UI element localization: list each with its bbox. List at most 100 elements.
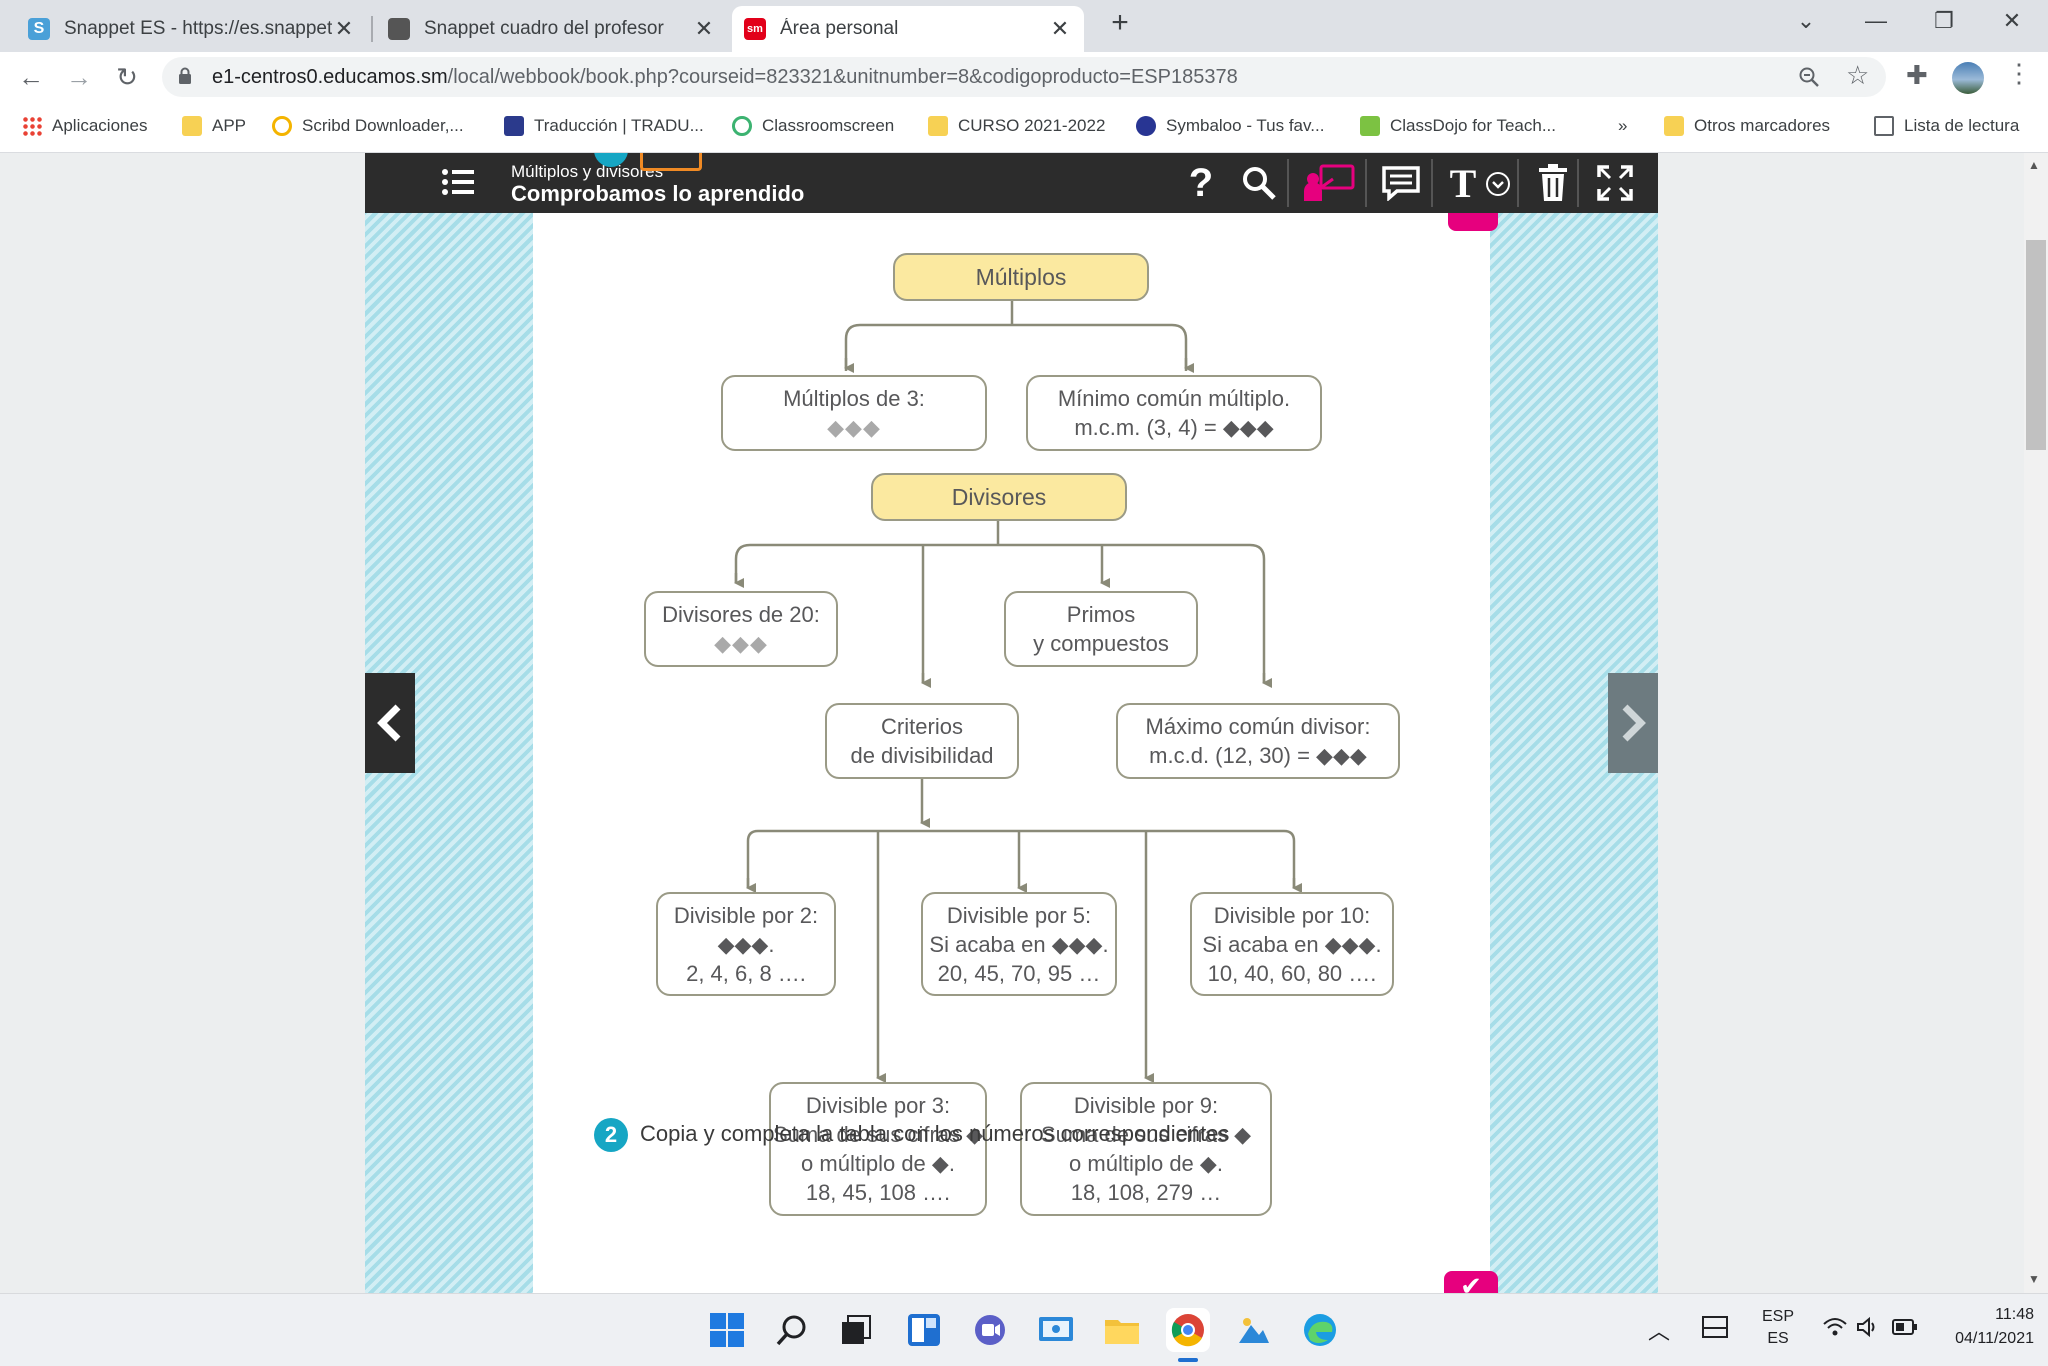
apps-grid-icon: [22, 116, 42, 136]
fullscreen-icon[interactable]: [1597, 165, 1633, 201]
notebook-icon: [640, 153, 702, 171]
windows-taskbar: ︿ ESP ES 11:48 04/11/2021: [0, 1293, 2048, 1366]
wifi-icon[interactable]: [1822, 1316, 1848, 1343]
tab-area-personal[interactable]: sm Área personal ✕: [732, 6, 1084, 52]
start-icon[interactable]: [705, 1308, 749, 1352]
box-label: Primos: [1066, 602, 1136, 627]
page-viewport: ✔ Múltiplos y divisores Comprobamos lo a…: [0, 153, 2048, 1293]
bookmark-classdojo[interactable]: ClassDojo for Teach...: [1360, 116, 1556, 136]
edge-icon[interactable]: [1298, 1308, 1342, 1352]
touch-keyboard-icon[interactable]: [1702, 1316, 1728, 1343]
reload-icon[interactable]: ↻: [116, 62, 138, 92]
trash-icon[interactable]: [1537, 163, 1569, 203]
bookmark-scribd[interactable]: Scribd Downloader,...: [272, 116, 464, 136]
box-example: 20, 45, 70, 95 …: [937, 960, 1101, 986]
forward-icon[interactable]: →: [66, 62, 92, 92]
chrome-icon[interactable]: [1166, 1308, 1210, 1352]
check-marker-icon[interactable]: ✔: [1444, 1271, 1498, 1293]
chevron-down-icon[interactable]: [1485, 171, 1511, 197]
divisible-por-10-box: Divisible por 10: Si acaba en ◆◆◆. 10, 4…: [1190, 892, 1394, 996]
extensions-icon[interactable]: ✚: [1906, 60, 1928, 90]
answer-placeholder[interactable]: Si acaba en ◆◆◆.: [1202, 931, 1382, 957]
webbook-header: Múltiplos y divisores Comprobamos lo apr…: [365, 153, 1658, 213]
clock-date: 04/11/2021: [1955, 1330, 2034, 1347]
answer-placeholder[interactable]: ◆◆◆: [714, 631, 768, 656]
reading-list[interactable]: Lista de lectura: [1874, 116, 2019, 136]
widgets-icon[interactable]: [902, 1308, 946, 1352]
tab-snappet-profesor[interactable]: Snappet cuadro del profesor ✕: [376, 6, 728, 52]
tab-search-icon[interactable]: ⌄: [1796, 8, 1816, 33]
close-tab-icon[interactable]: ✕: [1050, 16, 1070, 41]
restore-icon[interactable]: ❐: [1934, 8, 1954, 33]
bookmarks-bar: Aplicaciones APP Scribd Downloader,... T…: [0, 102, 2048, 153]
language-code: ESP: [1761, 1308, 1794, 1325]
scribd-icon: [272, 116, 292, 136]
help-icon[interactable]: ?: [1188, 160, 1214, 205]
bookmark-classroomscreen[interactable]: Classroomscreen: [732, 116, 894, 136]
bookmark-traduccion[interactable]: Traducción | TRADU...: [504, 116, 704, 136]
scrollbar-thumb[interactable]: [2026, 240, 2046, 450]
menu-list-icon[interactable]: [441, 167, 475, 197]
close-window-icon[interactable]: ✕: [2002, 8, 2022, 33]
bookmark-otros[interactable]: Otros marcadores: [1664, 116, 1830, 136]
menu-icon[interactable]: ⋮: [2006, 58, 2032, 88]
box-label: Múltiplos: [975, 263, 1067, 290]
text-tool-icon[interactable]: T: [1449, 160, 1477, 206]
close-tab-icon[interactable]: ✕: [694, 16, 714, 41]
scroll-up-icon[interactable]: ▲: [2028, 158, 2040, 172]
bookmarks-overflow[interactable]: »: [1618, 116, 1628, 135]
scroll-down-icon[interactable]: ▼: [2028, 1272, 2040, 1286]
answer-placeholder[interactable]: o múltiplo de ◆.: [801, 1151, 955, 1176]
battery-icon[interactable]: [1892, 1318, 1918, 1341]
answer-placeholder[interactable]: Suma de sus cifras ◆: [1040, 1122, 1252, 1147]
divisible-por-5-box: Divisible por 5: Si acaba en ◆◆◆. 20, 45…: [921, 892, 1117, 996]
tab-separator: [371, 16, 373, 42]
close-tab-icon[interactable]: ✕: [334, 16, 354, 41]
mcd-box: Máximo común divisor: m.c.d. (12, 30) = …: [1116, 703, 1400, 779]
bookmark-symbaloo[interactable]: Symbaloo - Tus fav...: [1136, 116, 1324, 136]
answer-placeholder[interactable]: Suma de sus cifras ◆: [772, 1122, 984, 1147]
prev-page-button[interactable]: [365, 673, 415, 773]
tab-snappet[interactable]: S Snappet ES - https://es.snappet.c ✕: [16, 6, 368, 52]
primos-compuestos-box: Primos y compuestos: [1004, 591, 1198, 667]
zoom-icon[interactable]: [1798, 66, 1820, 88]
exercise-2-badge: 2: [594, 1118, 628, 1152]
star-icon[interactable]: ☆: [1846, 60, 1870, 90]
bookmark-app[interactable]: APP: [182, 116, 246, 136]
classroomscreen-icon: [732, 116, 752, 136]
profile-avatar[interactable]: [1952, 62, 1984, 94]
back-icon[interactable]: ←: [18, 62, 44, 92]
answer-placeholder[interactable]: ◆◆◆: [827, 415, 881, 440]
search-icon[interactable]: [1241, 165, 1277, 201]
volume-icon[interactable]: [1856, 1316, 1880, 1343]
multiplos-de-3-box: Múltiplos de 3: ◆◆◆: [721, 375, 987, 451]
minimize-icon[interactable]: —: [1865, 8, 1887, 33]
screen-capture-icon[interactable]: [1034, 1308, 1078, 1352]
answer-placeholder[interactable]: o múltiplo de ◆.: [1069, 1151, 1223, 1176]
answer-placeholder[interactable]: m.c.d. (12, 30) = ◆◆◆: [1149, 743, 1367, 768]
next-page-button[interactable]: [1608, 673, 1658, 773]
address-bar[interactable]: e1-centros0.educamos.sm/local/webbook/bo…: [162, 57, 1886, 97]
bookmark-curso[interactable]: CURSO 2021-2022: [928, 116, 1105, 136]
file-explorer-icon[interactable]: [1100, 1308, 1144, 1352]
sm-icon: sm: [744, 18, 766, 40]
clock[interactable]: 11:48 04/11/2021: [1934, 1306, 2034, 1348]
new-tab-button[interactable]: +: [1111, 6, 1129, 39]
search-icon[interactable]: [770, 1308, 814, 1352]
box-label: Divisible por 5:: [946, 902, 1092, 928]
tray-overflow-icon[interactable]: ︿: [1648, 1319, 1671, 1344]
keyboard-layout: ES: [1767, 1330, 1789, 1347]
bookmark-aplicaciones[interactable]: Aplicaciones: [22, 116, 147, 136]
teacher-board-icon[interactable]: [1303, 163, 1357, 203]
box-label: Divisores: [951, 483, 1047, 510]
answer-placeholder[interactable]: Si acaba en ◆◆◆.: [929, 931, 1109, 957]
comment-icon[interactable]: [1381, 165, 1421, 201]
teams-chat-icon[interactable]: [968, 1308, 1012, 1352]
exercise-2-statement: Copia y completa la tabla con los número…: [640, 1121, 1230, 1146]
answer-placeholder[interactable]: ◆◆◆.: [717, 931, 775, 957]
box-label: de divisibilidad: [850, 743, 994, 768]
language-indicator[interactable]: ESP ES: [1756, 1308, 1800, 1348]
photos-icon[interactable]: [1232, 1308, 1276, 1352]
answer-placeholder[interactable]: m.c.m. (3, 4) = ◆◆◆: [1074, 415, 1274, 440]
task-view-icon[interactable]: [834, 1308, 878, 1352]
